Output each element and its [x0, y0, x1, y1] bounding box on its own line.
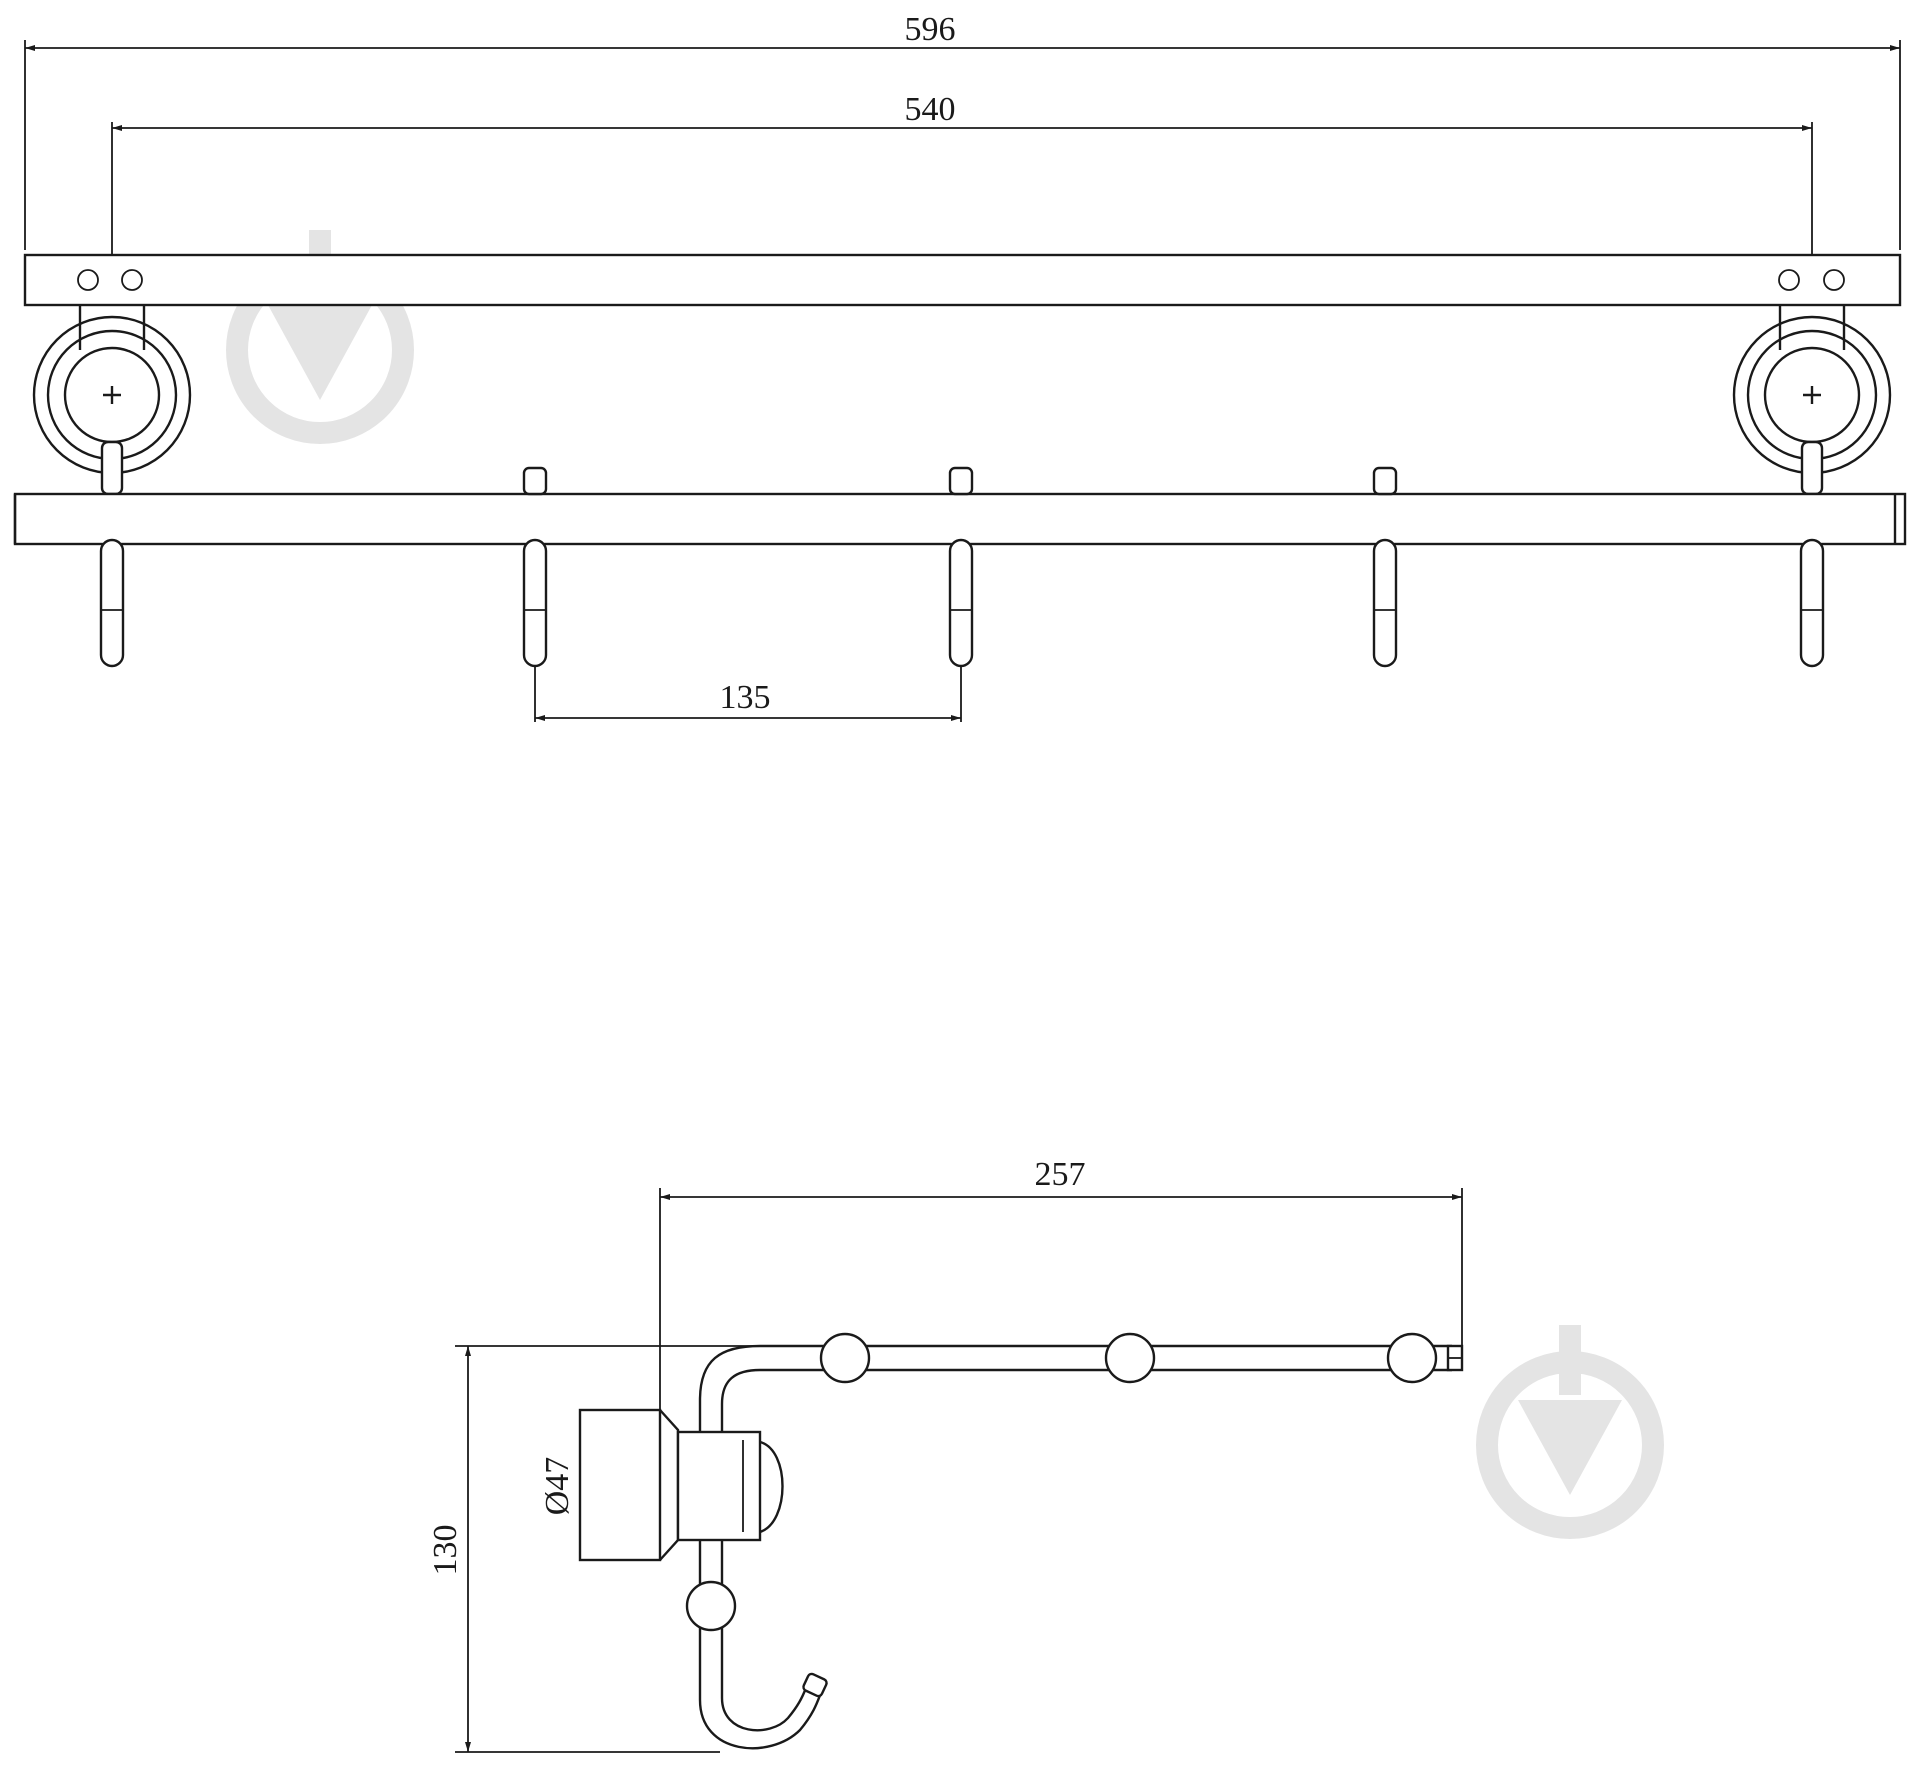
dimension-135: 135 [720, 679, 771, 716]
mount-body [676, 1430, 762, 1542]
front-view: 596 540 135 [13, 11, 1907, 722]
dimension-257: 257 [1035, 1156, 1086, 1193]
dimension-596: 596 [905, 11, 956, 48]
dimension-130: 130 [427, 1525, 464, 1576]
dimension-diameter-47: Ø47 [539, 1457, 576, 1516]
right-wall-mount [1732, 305, 1892, 496]
mount-base [578, 1408, 662, 1562]
watermark-arrow-icon [1476, 1325, 1664, 1539]
left-wall-mount [32, 305, 192, 496]
side-view: 257 130 Ø47 [427, 1156, 1464, 1753]
lower-bar [13, 492, 1907, 546]
upper-bar [23, 253, 1902, 307]
hooks-front [99, 538, 1825, 668]
dimension-540: 540 [905, 91, 956, 128]
